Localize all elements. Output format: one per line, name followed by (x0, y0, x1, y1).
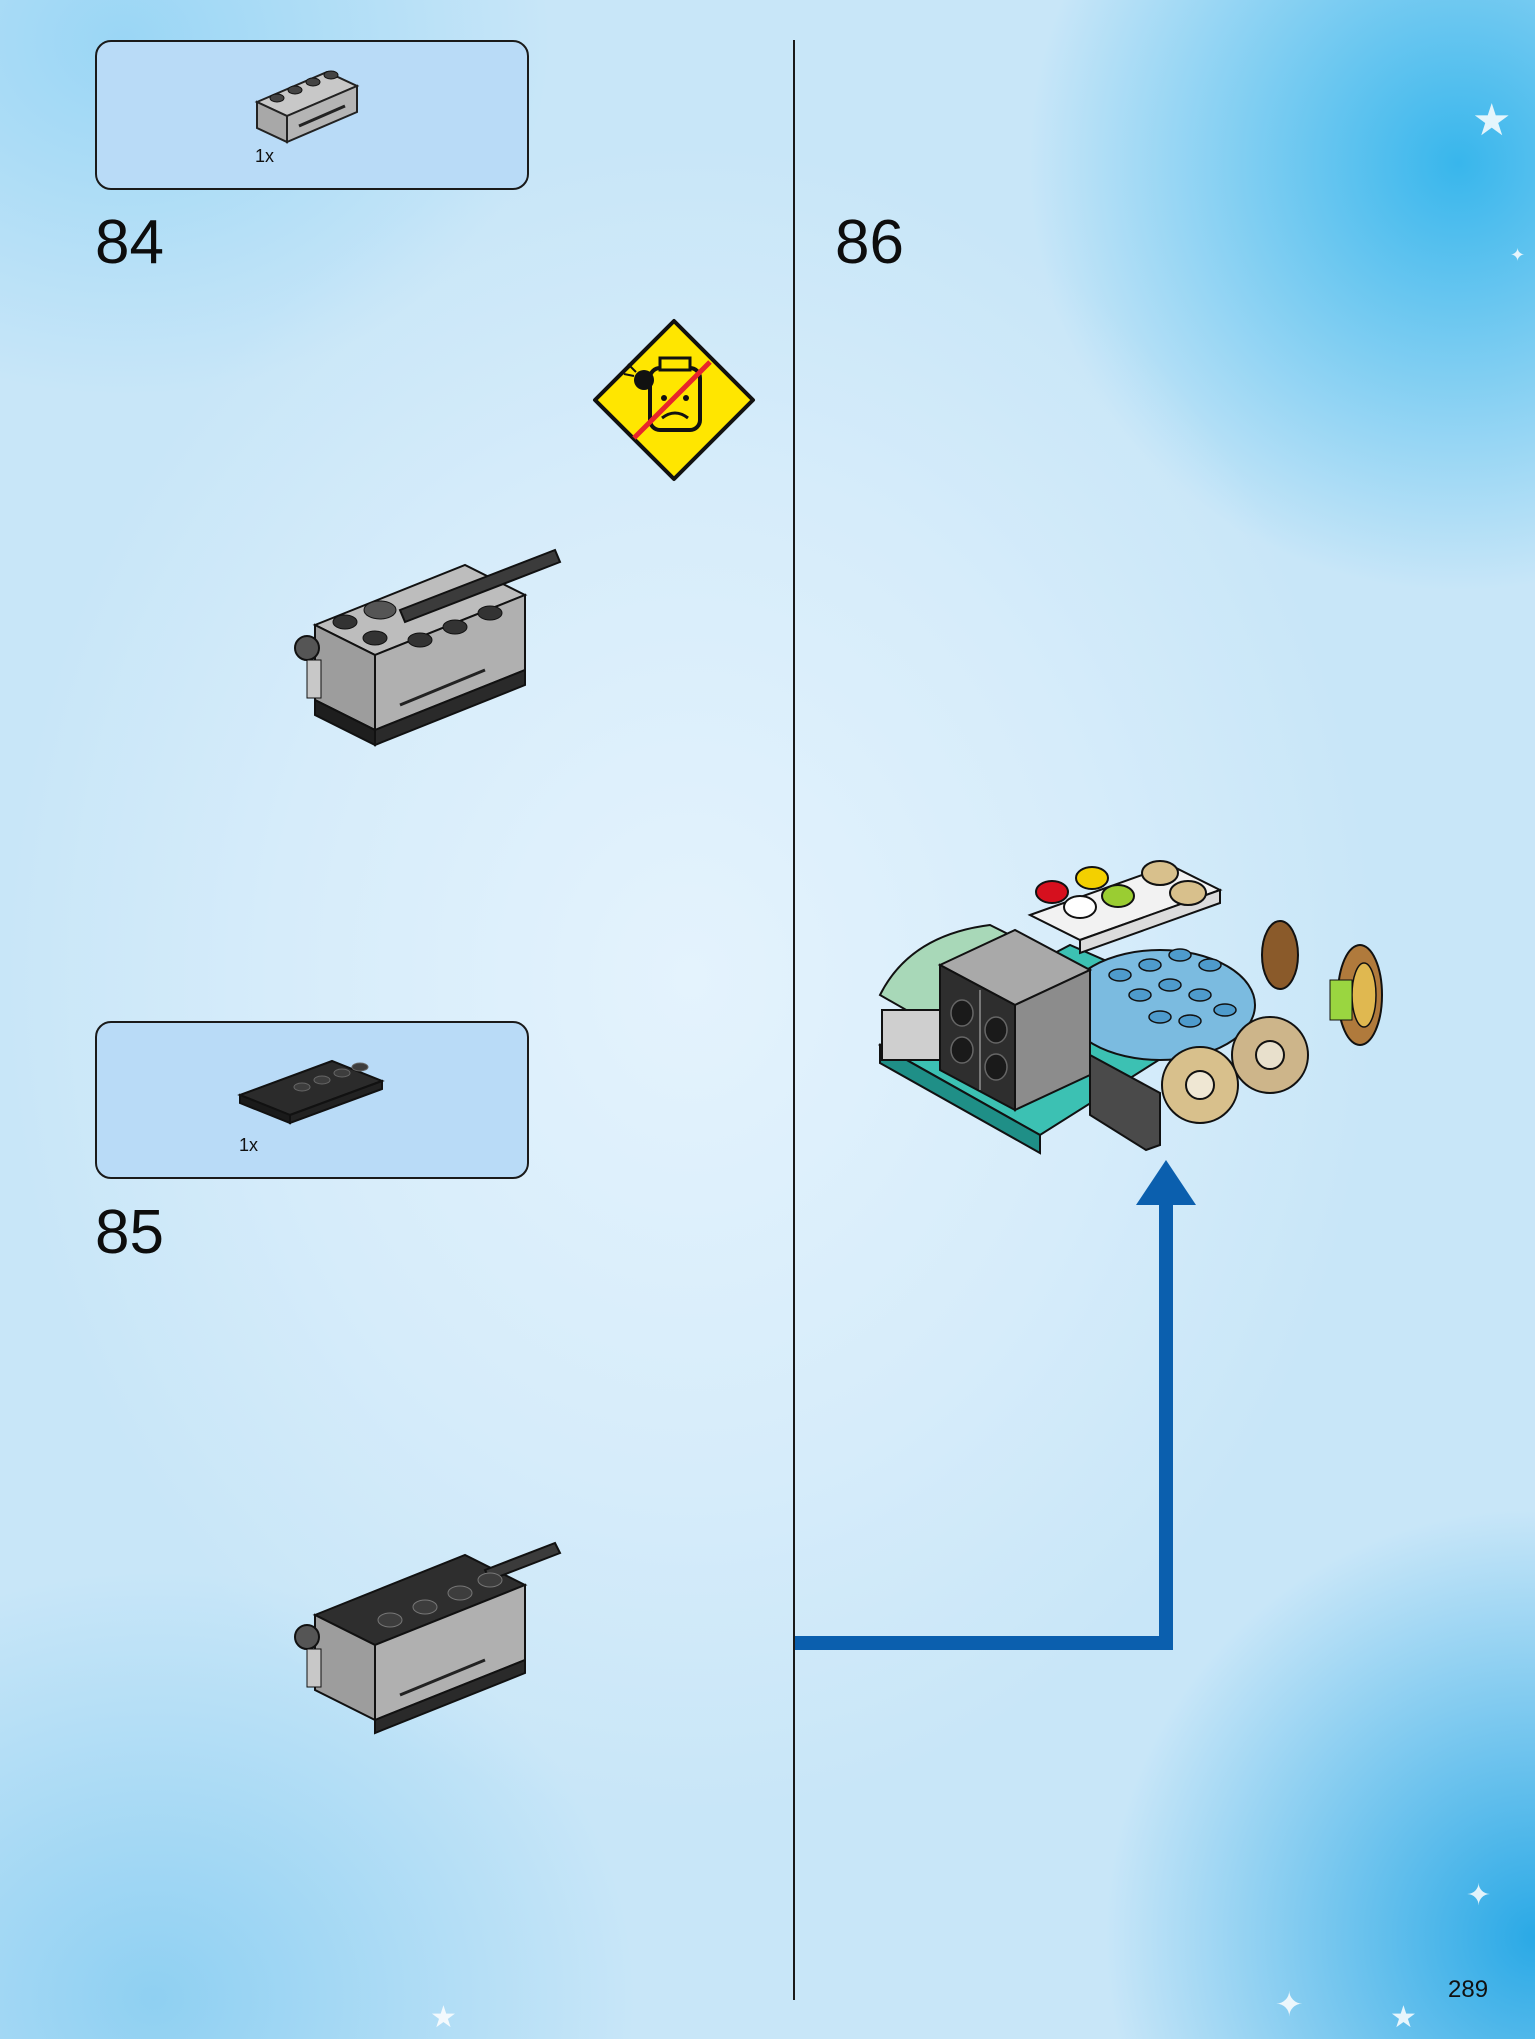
part-quantity: 1x (239, 1135, 259, 1155)
step-85-assembly-illustration (294, 1541, 562, 1735)
step-number-85: 85 (95, 1198, 164, 1267)
parts-callout-step-84: 1x (95, 40, 529, 190)
star-decoration-icon: ✦ (1466, 1878, 1492, 1913)
page-number: 289 (1448, 1976, 1489, 2003)
star-decoration-icon: ✦ (1275, 1985, 1304, 2025)
grey-brick-1x4-with-groove-icon (254, 70, 360, 144)
assembly-arrow (795, 1160, 1196, 1650)
parts-callout-step-85: 1x (95, 1021, 529, 1179)
star-decoration-icon: ★ (1390, 2000, 1417, 2035)
black-tile-2x4-with-studs-icon (237, 1059, 385, 1125)
step-84-assembly-illustration (294, 548, 562, 747)
step-number-84: 84 (95, 208, 164, 277)
column-divider (793, 40, 795, 2000)
star-decoration-icon: ✦ (1510, 245, 1526, 266)
star-decoration-icon: ★ (1472, 95, 1512, 146)
choking-hazard-warning-icon (593, 319, 755, 481)
step-86-assembly-illustration (877, 860, 1383, 1155)
step-number-86: 86 (835, 208, 904, 277)
star-decoration-icon: ★ (430, 2000, 457, 2035)
part-quantity: 1x (255, 146, 275, 166)
